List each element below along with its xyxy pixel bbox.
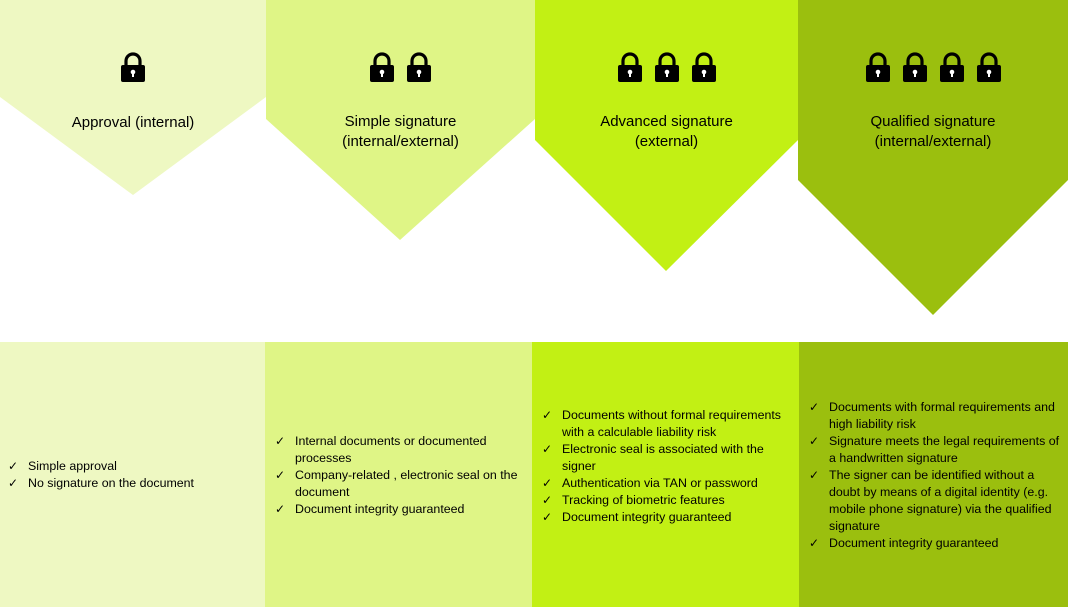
list-item-text: Tracking of biometric features <box>562 493 725 507</box>
level-advanced-header: Advanced signature (external) <box>535 0 798 275</box>
list-item-text: Company-related , electronic seal on the… <box>295 468 518 499</box>
lock-icons <box>0 52 266 83</box>
level-approval-panel: ✓ Simple approval ✓ No signature on the do… <box>0 342 265 607</box>
level-qualified-panel: ✓ Documents with formal requirements and … <box>799 342 1068 607</box>
list-item: ✓ Company-related , electronic seal on th… <box>275 467 532 501</box>
level-title: Advanced signature (external) <box>535 112 798 152</box>
list-item-text: Signature meets the legal requirements o… <box>829 434 1060 465</box>
checkmark-icon: ✓ <box>275 434 286 448</box>
lock-icon <box>617 52 642 82</box>
checkmark-icon: ✓ <box>542 493 553 507</box>
checkmark-icon: ✓ <box>275 468 286 482</box>
feature-list: ✓ Documents without formal requirements w… <box>532 407 799 526</box>
list-item-text: No signature on the document <box>28 476 195 490</box>
chevron-shape <box>0 0 266 195</box>
list-item-text: Documents without formal requirements wi… <box>562 408 781 439</box>
lock-icon <box>370 52 394 82</box>
checkmark-icon: ✓ <box>809 536 820 550</box>
list-item: ✓ Simple approval <box>8 458 265 475</box>
lock-icon <box>976 52 1001 82</box>
list-item: ✓ Documents with formal requirements and … <box>809 399 1068 433</box>
level-title-line: (internal/external) <box>342 133 459 150</box>
list-item: ✓ Authentication via TAN or password <box>542 475 799 492</box>
level-advanced-panel: ✓ Documents without formal requirements w… <box>532 342 799 607</box>
lock-icon <box>902 52 927 82</box>
level-title: Simple signature (internal/external) <box>266 112 535 152</box>
checkmark-icon: ✓ <box>542 476 553 490</box>
level-title: Approval (internal) <box>0 113 266 133</box>
list-item-text: Document integrity guaranteed <box>562 510 732 524</box>
list-item: ✓ Signature meets the legal requirements … <box>809 433 1068 467</box>
checkmark-icon: ✓ <box>8 476 19 490</box>
lock-icons <box>266 52 535 83</box>
level-simple-header: Simple signature (internal/external) <box>266 0 535 245</box>
chevron-shape <box>535 0 798 271</box>
checkmark-icon: ✓ <box>542 510 553 524</box>
checkmark-icon: ✓ <box>809 434 820 448</box>
chevron-shape <box>798 0 1068 315</box>
list-item-text: Authentication via TAN or password <box>562 476 758 490</box>
chevron-shape <box>266 0 535 240</box>
list-item-text: Document integrity guaranteed <box>829 536 999 550</box>
list-item-text: Simple approval <box>28 459 117 473</box>
list-item-text: Internal documents or documented process… <box>295 434 487 465</box>
checkmark-icon: ✓ <box>8 459 19 473</box>
list-item: ✓ Document integrity guaranteed <box>275 501 532 518</box>
lock-icon <box>654 52 679 82</box>
list-item: ✓ Documents without formal requirements w… <box>542 407 799 441</box>
checkmark-icon: ✓ <box>809 400 820 414</box>
list-item-text: Documents with formal requirements and h… <box>829 400 1055 431</box>
level-approval-header: Approval (internal) <box>0 0 266 200</box>
level-title: Qualified signature (internal/external) <box>798 112 1068 152</box>
lock-icon <box>939 52 964 82</box>
lock-icons <box>798 52 1068 83</box>
list-item: ✓ No signature on the document <box>8 475 265 492</box>
level-title-line: (external) <box>634 133 699 150</box>
level-simple-panel: ✓ Internal documents or documented proces… <box>265 342 532 607</box>
level-title-line: (internal/external) <box>874 133 992 150</box>
lock-icon <box>865 52 890 82</box>
list-item-text: The signer can be identified without a d… <box>829 468 1052 533</box>
checkmark-icon: ✓ <box>542 442 553 456</box>
feature-list: ✓ Simple approval ✓ No signature on the do… <box>0 458 265 492</box>
feature-list: ✓ Documents with formal requirements and … <box>799 399 1068 552</box>
feature-list: ✓ Internal documents or documented proces… <box>265 433 532 518</box>
checkmark-icon: ✓ <box>809 468 820 482</box>
lock-icon <box>691 52 716 82</box>
lock-icon <box>407 52 431 82</box>
list-item: ✓ Tracking of biometric features <box>542 492 799 509</box>
level-title-line: Approval (internal) <box>71 114 195 131</box>
list-item-text: Document integrity guaranteed <box>295 502 465 516</box>
lock-icon <box>121 52 145 82</box>
list-item-text: Electronic seal is associated with the s… <box>562 442 764 473</box>
lock-icons <box>535 52 798 83</box>
list-item: ✓ Internal documents or documented proces… <box>275 433 532 467</box>
level-title-line: Simple signature <box>344 113 457 130</box>
list-item: ✓ Document integrity guaranteed <box>542 509 799 526</box>
list-item: ✓ Document integrity guaranteed <box>809 535 1068 552</box>
level-title-line: Qualified signature <box>870 113 996 130</box>
level-qualified-header: Qualified signature (internal/external) <box>798 0 1068 320</box>
list-item: ✓ Electronic seal is associated with the … <box>542 441 799 475</box>
checkmark-icon: ✓ <box>542 408 553 422</box>
list-item: ✓ The signer can be identified without a … <box>809 467 1068 535</box>
checkmark-icon: ✓ <box>275 502 286 516</box>
level-title-line: Advanced signature <box>600 113 733 130</box>
